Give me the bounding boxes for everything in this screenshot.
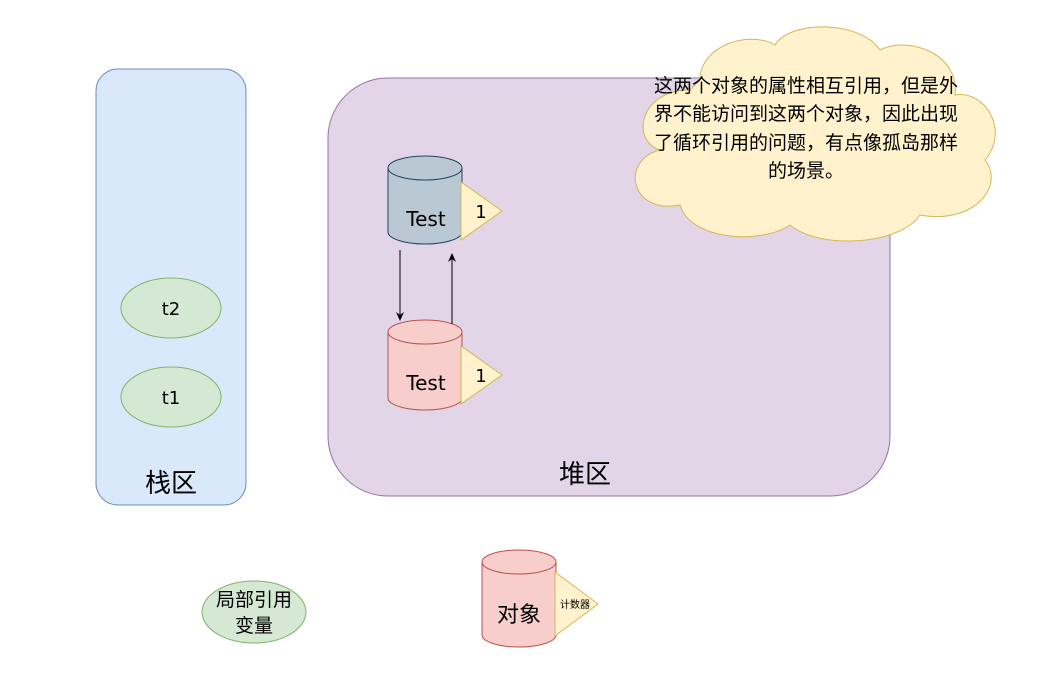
- variable-t1: t1: [120, 366, 222, 428]
- legend-local-variable-line1: 局部引用: [216, 589, 292, 611]
- object-bottom: Test: [387, 319, 463, 411]
- counter-top: 1: [460, 181, 503, 241]
- variable-t1-label: t1: [162, 388, 181, 409]
- note-line-3: 了循环引用的问题，有点像孤岛那样: [654, 132, 958, 154]
- stack-label: 栈区: [145, 469, 197, 499]
- cloud-note: 这两个对象的属性相互引用，但是外 界不能访问到这两个对象，因此出现 了循环引用的…: [634, 26, 996, 242]
- counter-bottom: 1: [460, 345, 503, 405]
- legend-counter-label: 计数器: [560, 598, 590, 611]
- note-line-4: 的场景。: [768, 160, 844, 182]
- counter-bottom-value: 1: [475, 366, 486, 387]
- object-bottom-label: Test: [405, 371, 446, 395]
- legend-object: 对象: [481, 549, 557, 648]
- note-line-1: 这两个对象的属性相互引用，但是外: [654, 75, 958, 97]
- object-top: Test: [387, 155, 463, 245]
- legend-local-variable: 局部引用 变量: [201, 580, 307, 644]
- note-line-2: 界不能访问到这两个对象，因此出现: [654, 103, 958, 125]
- object-top-label: Test: [405, 207, 446, 231]
- variable-t2: t2: [120, 277, 222, 339]
- heap-label: 堆区: [559, 460, 611, 490]
- legend-counter: 计数器: [554, 571, 599, 637]
- counter-top-value: 1: [475, 202, 486, 223]
- legend-local-variable-line2: 变量: [235, 615, 273, 637]
- legend-object-label: 对象: [497, 603, 541, 628]
- variable-t2-label: t2: [162, 299, 181, 320]
